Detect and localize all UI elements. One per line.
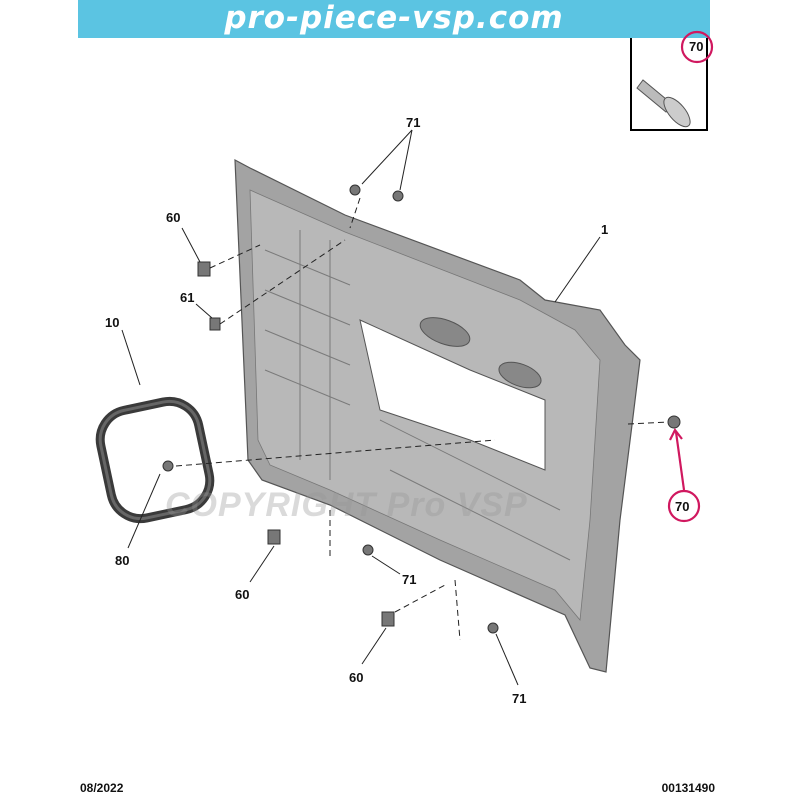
callout-71-bottom: 71 <box>512 691 527 706</box>
callout-10: 10 <box>105 315 120 330</box>
callout-71-mid: 71 <box>402 572 417 587</box>
callout-70: 70 <box>675 499 690 514</box>
callout-61: 61 <box>180 290 195 305</box>
footer-date: 08/2022 <box>80 781 124 795</box>
part-71-pin <box>487 622 499 634</box>
part-60-clip <box>267 529 281 545</box>
callout-80: 80 <box>115 553 130 568</box>
inset-screw-box <box>630 38 708 131</box>
part-71-pin <box>362 544 374 556</box>
part-60-clip <box>381 611 395 627</box>
callout-1: 1 <box>601 222 609 237</box>
highlight-circle-70-inset <box>680 30 714 64</box>
part-71-pin <box>392 190 404 202</box>
part-70-screw <box>667 415 681 429</box>
part-71-pin <box>349 184 361 196</box>
callout-70-inset: 70 <box>689 39 704 54</box>
callout-71-top: 71 <box>406 115 421 130</box>
part-80-fastener <box>162 460 174 472</box>
footer-reference: 00131490 <box>661 781 715 795</box>
callout-60-bottom: 60 <box>349 670 364 685</box>
callout-60-top: 60 <box>166 210 181 225</box>
site-banner: pro-piece-vsp.com <box>78 0 710 38</box>
part-61-clip <box>209 317 221 331</box>
highlight-circle-70 <box>667 489 701 523</box>
callout-60-mid: 60 <box>235 587 250 602</box>
part-60-clip <box>197 261 211 277</box>
screw-icon <box>636 79 691 128</box>
copyright-watermark: COPYRIGHT Pro VSP <box>165 486 528 524</box>
